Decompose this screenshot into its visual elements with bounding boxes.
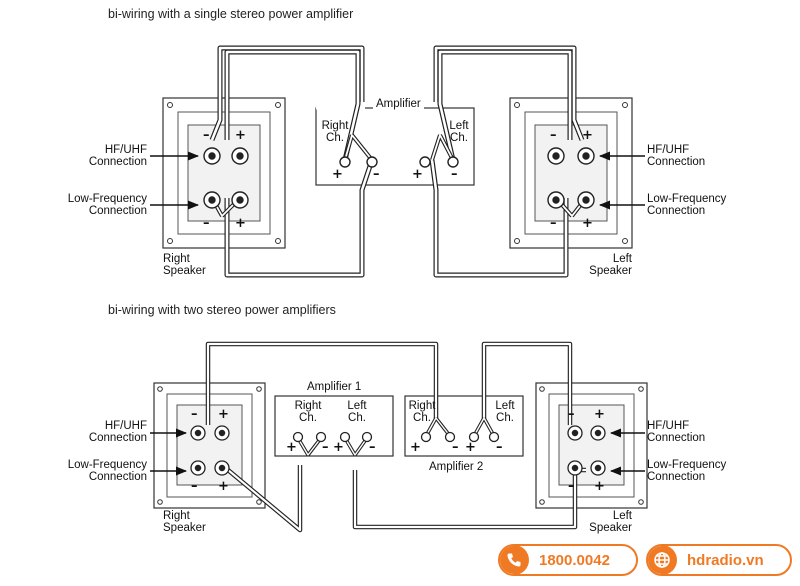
polarity-minus: – — [322, 440, 329, 455]
speaker-wires-1 — [209, 45, 588, 278]
polarity-plus: + — [333, 440, 344, 455]
website-link[interactable]: hdradio.vn — [646, 544, 792, 576]
polarity-minus: – — [496, 440, 503, 455]
polarity-minus: – — [568, 407, 575, 422]
polarity-minus: – — [203, 216, 210, 231]
arrows-1 — [150, 151, 645, 210]
polarity-plus: + — [218, 479, 229, 494]
right-speaker-1 — [162, 97, 286, 249]
polarity-plus: + — [410, 440, 421, 455]
website-url: hdradio.vn — [687, 551, 764, 569]
left-speaker-2 — [535, 382, 648, 509]
polarity-plus: + — [582, 128, 593, 143]
polarity-plus: + — [465, 440, 476, 455]
polarity-minus: – — [550, 128, 557, 143]
terminals-1 — [203, 147, 595, 209]
amplifier-2-label: Amplifier 2 — [429, 461, 484, 473]
amplifier-label: Amplifier — [373, 98, 424, 110]
globe-icon — [648, 546, 677, 574]
polarity-plus: + — [332, 167, 343, 182]
hotline-button[interactable]: 1800.0042 — [498, 544, 638, 576]
amplifier-1-label: Amplifier 1 — [307, 381, 362, 393]
phone-icon — [500, 546, 529, 574]
polarity-minus: – — [451, 167, 458, 182]
diagram-2-title: bi-wiring with two stereo power amplifie… — [108, 303, 336, 317]
polarity-minus: – — [373, 167, 380, 182]
polarity-minus: – — [191, 479, 198, 494]
polarity-minus: – — [550, 216, 557, 231]
polarity-plus: + — [582, 216, 593, 231]
polarity-plus: + — [594, 479, 605, 494]
polarity-plus: + — [235, 216, 246, 231]
polarity-plus: + — [218, 407, 229, 422]
hotline-number: 1800.0042 — [539, 551, 610, 569]
polarity-minus: – — [369, 440, 376, 455]
terminals-2 — [190, 425, 606, 476]
diagram-1-title: bi-wiring with a single stereo power amp… — [108, 7, 354, 21]
polarity-minus: – — [568, 479, 575, 494]
amplifier-1-box — [274, 395, 394, 457]
polarity-plus: + — [286, 440, 297, 455]
amplifier-2-box — [404, 395, 524, 457]
arrows-2 — [150, 428, 645, 476]
polarity-minus: – — [191, 407, 198, 422]
polarity-minus: – — [203, 128, 210, 143]
polarity-plus: + — [235, 128, 246, 143]
polarity-plus: + — [594, 407, 605, 422]
polarity-plus: + — [412, 167, 423, 182]
polarity-minus: – — [452, 440, 459, 455]
